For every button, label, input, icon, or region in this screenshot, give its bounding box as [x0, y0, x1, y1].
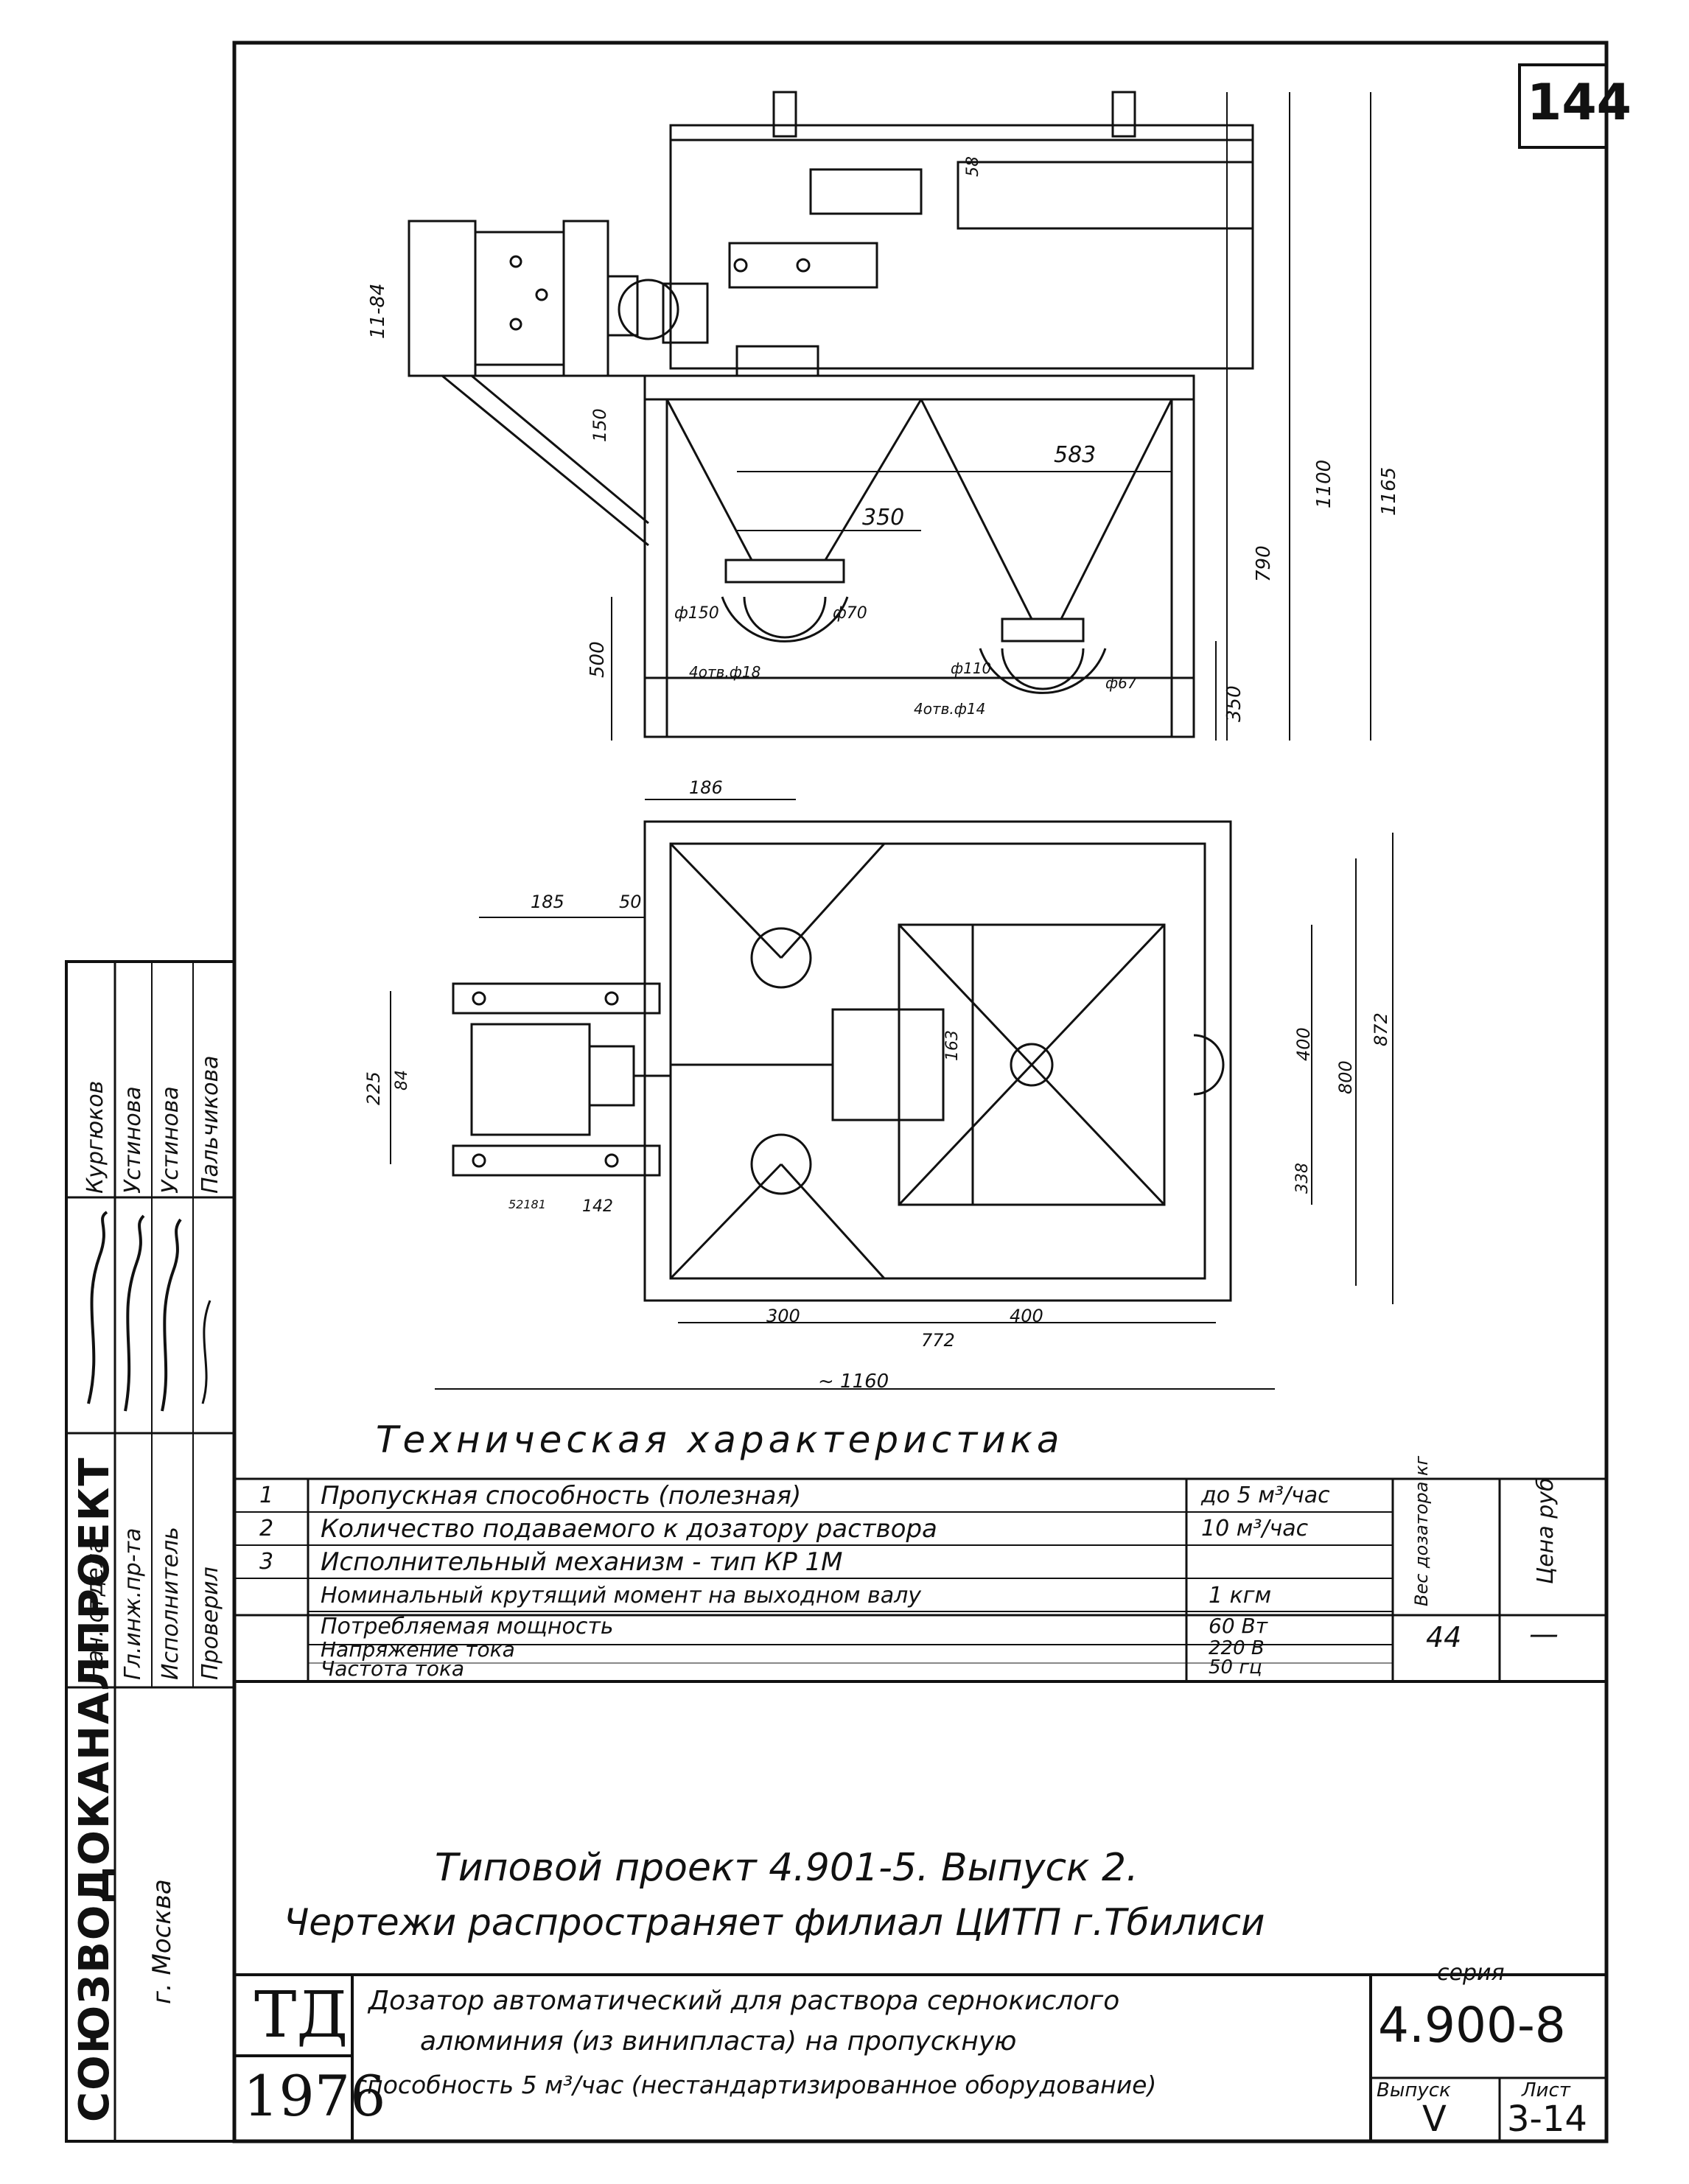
- dim-label: 790: [1253, 545, 1275, 582]
- role-label: Нач. отдела: [83, 1539, 108, 1680]
- dim-label: 11-84: [367, 283, 389, 339]
- tech-row-name: Исполнительный механизм - тип КР 1М: [321, 1547, 843, 1577]
- dim-label: 400: [1293, 1027, 1314, 1061]
- org-city: г. Москва: [147, 1879, 177, 2004]
- dim-label: 58: [964, 156, 982, 177]
- dim-label: 338: [1293, 1163, 1312, 1194]
- stamp-td: ТД: [254, 1978, 349, 2052]
- stamp-title-line-1: Дозатор автоматический для раствора серн…: [368, 1986, 1120, 2016]
- callout-label: 4отв.ф18: [689, 663, 761, 681]
- callout-label: ф110: [951, 659, 992, 677]
- dim-label: 150: [590, 408, 610, 442]
- sheet-number: 144: [1527, 74, 1632, 132]
- dim-label: 52181: [508, 1197, 546, 1211]
- sheet-label: Лист: [1522, 2079, 1570, 2101]
- tech-row-name: Потребляемая мощность: [321, 1614, 614, 1639]
- callout-label: 4отв.ф14: [914, 700, 986, 718]
- callout-label: ф150: [674, 604, 719, 623]
- role-label: Проверил: [197, 1567, 223, 1680]
- dim-label: 583: [1054, 442, 1097, 468]
- tech-row-name: Количество подаваемого к дозатору раство…: [321, 1514, 937, 1544]
- dim-label: 84: [393, 1070, 411, 1091]
- tech-row-name: Пропускная способность (полезная): [321, 1481, 802, 1511]
- dim-label: 350: [862, 505, 905, 531]
- dim-label: 400: [1010, 1306, 1043, 1326]
- dim-label: 142: [582, 1197, 613, 1216]
- dim-label: 1100: [1313, 459, 1335, 508]
- dim-label: 350: [1223, 685, 1245, 722]
- dim-label: 186: [689, 777, 723, 798]
- dim-label: 300: [766, 1306, 800, 1326]
- dim-label: 185: [531, 892, 564, 912]
- dim-label: 50: [619, 892, 642, 912]
- person-name: Устинова: [120, 1086, 146, 1194]
- tech-row-name: Напряжение тока: [321, 1637, 515, 1662]
- title-block-grid: [234, 1973, 1606, 2141]
- price-header: Цена руб: [1533, 1477, 1559, 1584]
- series-label: серия: [1437, 1960, 1505, 1986]
- dim-label: 163: [943, 1030, 962, 1061]
- role-label: Гл.инж.пр-та: [120, 1527, 146, 1680]
- signatures: [87, 1211, 211, 1412]
- tech-row-value: 220 В: [1209, 1637, 1265, 1659]
- series-value: 4.900-8: [1378, 1997, 1566, 2054]
- dim-label: 872: [1371, 1012, 1391, 1046]
- project-line-2: Чертежи распространяет филиал ЦИТП г.Тби…: [284, 1901, 1265, 1944]
- person-name: Кургюков: [83, 1080, 108, 1194]
- dim-label: 225: [363, 1071, 384, 1105]
- dim-label: ~ 1160: [818, 1371, 889, 1393]
- tech-row-value: 1 кгм: [1209, 1583, 1272, 1609]
- callout-label: ф67: [1105, 674, 1137, 692]
- issue-label: Выпуск: [1377, 2079, 1451, 2101]
- tech-table-grid: [233, 1477, 1608, 1683]
- tech-row-value: 60 Вт: [1209, 1614, 1268, 1638]
- plan-view: [390, 799, 1393, 1390]
- sheet-value: 3-14: [1507, 2099, 1587, 2140]
- stamp-title-line-2: алюминия (из винипласта) на пропускную: [420, 2026, 1017, 2057]
- tech-row-value: 50 гц: [1209, 1656, 1262, 1679]
- callout-label: ф70: [833, 604, 867, 623]
- project-line-1: Типовой проект 4.901-5. Выпуск 2.: [435, 1846, 1139, 1890]
- dim-label: 772: [921, 1330, 955, 1351]
- weight-value: 44: [1426, 1621, 1462, 1653]
- person-name: Устинова: [158, 1086, 183, 1194]
- tech-row-value: до 5 м³/час: [1201, 1483, 1330, 1508]
- stamp-title-line-3: способность 5 м³/час (нестандартизирован…: [354, 2071, 1157, 2099]
- issue-value: V: [1422, 2099, 1447, 2140]
- tech-row-num: 1: [259, 1483, 274, 1508]
- tech-row-num: 3: [259, 1549, 274, 1575]
- dim-label: 1165: [1378, 466, 1400, 516]
- tech-row-name: Номинальный крутящий момент на выходном …: [321, 1583, 922, 1609]
- tech-row-num: 2: [259, 1516, 274, 1541]
- tech-title: Техническая характеристика: [376, 1418, 1064, 1461]
- elevation-view: [408, 91, 1371, 741]
- weight-header: Вес дозатора кг: [1411, 1455, 1432, 1606]
- person-name: Пальчикова: [197, 1055, 223, 1194]
- dim-label: 800: [1335, 1060, 1356, 1094]
- tech-row-value: 10 м³/час: [1201, 1516, 1309, 1541]
- stamp-year: 1976: [243, 2063, 386, 2129]
- role-label: Исполнитель: [158, 1527, 183, 1680]
- tech-row-name: Частота тока: [321, 1656, 465, 1681]
- dim-label: 500: [587, 641, 609, 678]
- price-value: —: [1529, 1617, 1559, 1651]
